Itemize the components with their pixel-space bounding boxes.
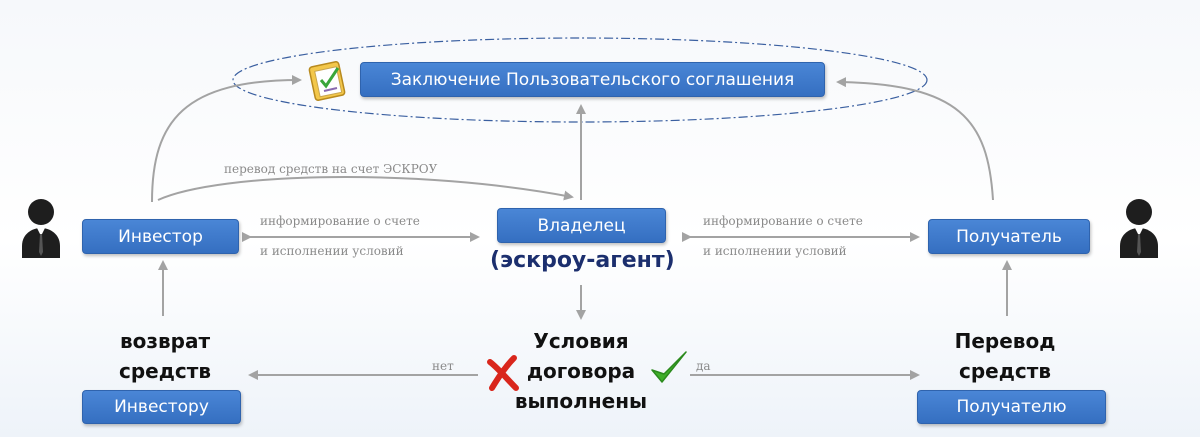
info-left-line1: информирование о счете xyxy=(260,214,420,228)
transfer-funds-label: Перевод средств xyxy=(935,326,1075,386)
yes-label: да xyxy=(696,359,711,373)
checklist-icon xyxy=(308,61,346,101)
conditions-line1: Условия xyxy=(533,329,629,353)
conditions-line3: выполнены xyxy=(514,389,648,413)
refund-line2: средств xyxy=(119,359,211,383)
recipient-person-icon xyxy=(1120,199,1158,258)
escrow-agent-label: (эскроу-агент) xyxy=(490,248,675,273)
recipient-box: Получатель xyxy=(928,219,1090,254)
yes-check-icon xyxy=(651,351,687,383)
to-investor-box: Инвестору xyxy=(82,390,241,424)
to-recipient-box: Получателю xyxy=(917,390,1106,424)
arrow-transfer-to-escrow xyxy=(157,176,574,201)
conditions-line2: договора xyxy=(526,359,636,383)
transfer-line2: средств xyxy=(959,359,1051,383)
owner-box: Владелец xyxy=(497,208,666,243)
arrow-recipient-to-agreement xyxy=(836,77,994,201)
agreement-ellipse xyxy=(232,37,928,123)
no-cross-icon xyxy=(487,355,519,391)
info-left-line2: и исполнении условий xyxy=(260,244,404,258)
no-label: нет xyxy=(432,359,454,373)
arrow-investor-to-agreement xyxy=(151,75,302,203)
refund-line1: возврат xyxy=(119,329,211,353)
investor-person-icon xyxy=(22,199,60,258)
info-right-line1: информирование о счете xyxy=(703,214,863,228)
transfer-to-escrow-label: перевод средств на счет ЭСКРОУ xyxy=(224,162,438,176)
conditions-label: Условия договора выполнены xyxy=(500,326,662,416)
transfer-line1: Перевод xyxy=(954,329,1056,353)
info-right-line2: и исполнении условий xyxy=(703,244,847,258)
refund-label: возврат средств xyxy=(95,326,235,386)
agreement-box: Заключение Пользовательского соглашения xyxy=(360,62,825,97)
investor-box: Инвестор xyxy=(82,219,239,254)
